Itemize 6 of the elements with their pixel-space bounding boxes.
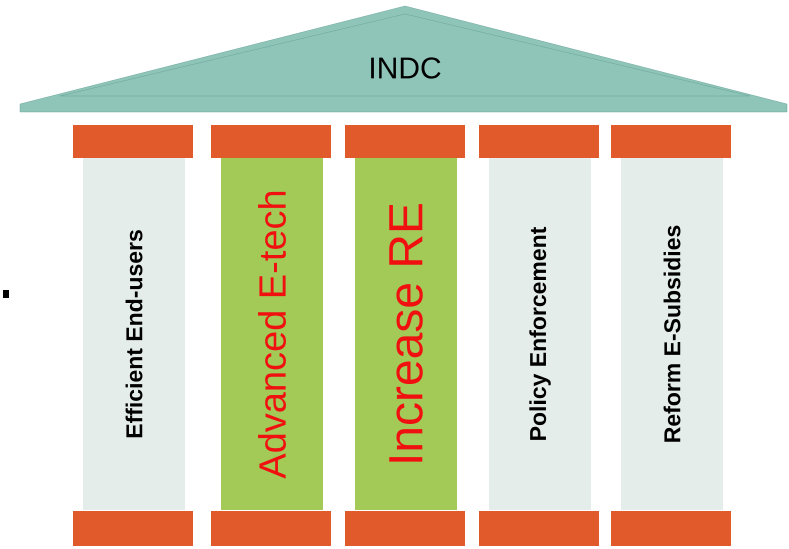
column: Policy Enforcement xyxy=(479,125,599,546)
column: Advanced E-tech xyxy=(211,125,331,546)
column: Efficient End-users xyxy=(73,125,193,546)
column: Increase RE xyxy=(345,125,465,546)
column: Reform E-Subsidies xyxy=(611,125,731,546)
roof: INDC xyxy=(20,6,788,112)
